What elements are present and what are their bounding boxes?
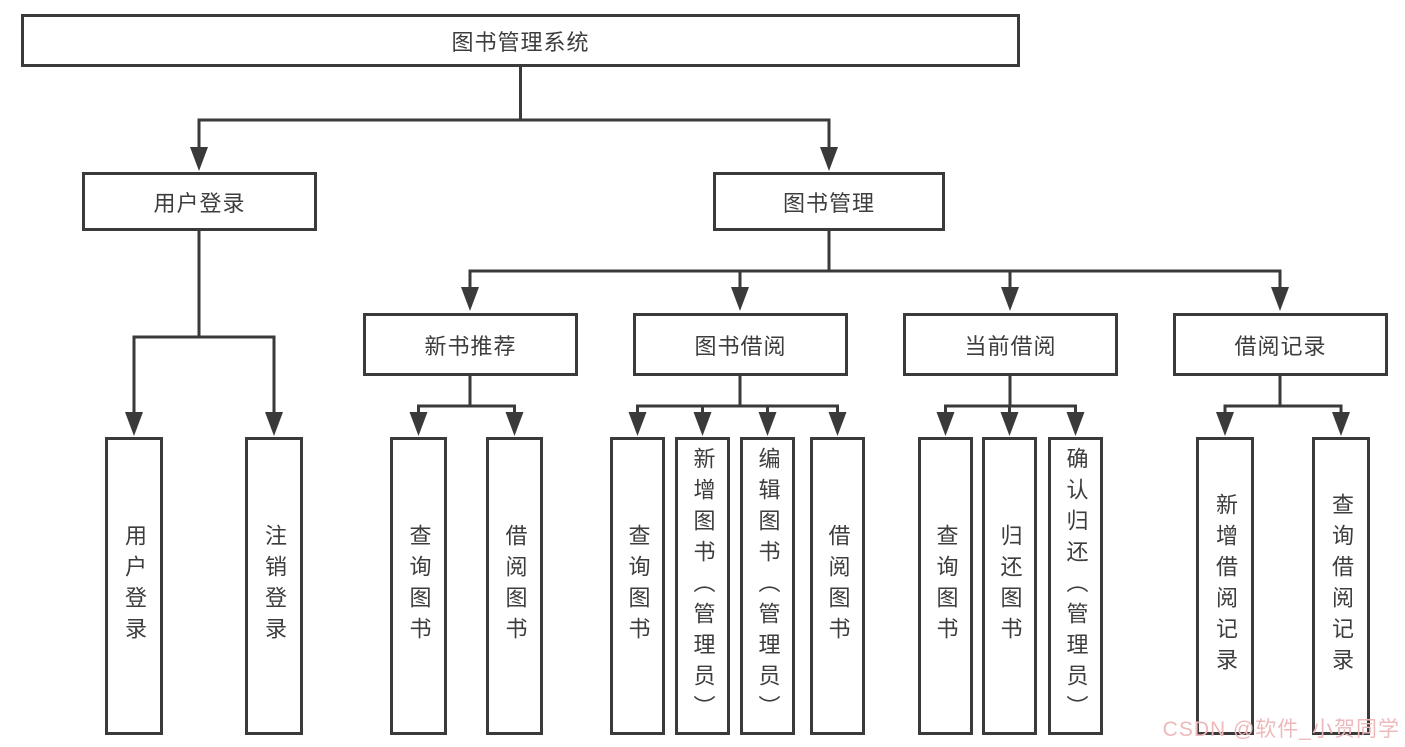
leaf-user-login: 用户登录 (105, 437, 163, 735)
connector-user-login-to-leaves (125, 231, 283, 436)
arrow-down-icon (936, 412, 955, 436)
arrow-down-icon (828, 412, 847, 436)
node-label: 用户登录 (153, 190, 246, 216)
arrow-down-icon (820, 147, 838, 171)
node-label: 图书管理系统 (451, 29, 590, 55)
leaf-borrow-books-recommend: 借阅图书 (486, 437, 543, 735)
node-user-login: 用户登录 (82, 172, 317, 231)
leaf-label: 借阅图书 (825, 524, 851, 648)
connector-current-borrowing-to-leaves (936, 376, 1085, 436)
leaf-query-books-recommend: 查询图书 (390, 437, 447, 735)
arrow-down-icon (1332, 412, 1350, 436)
arrow-down-icon (1216, 412, 1234, 436)
leaf-add-books-admin: 新增图书（管理员） (675, 437, 730, 735)
leaf-query-borrow-record: 查询借阅记录 (1312, 437, 1370, 735)
leaf-label: 查询图书 (625, 524, 651, 648)
leaf-label: 编辑图书（管理员） (755, 446, 781, 726)
node-borrowing-records: 借阅记录 (1173, 313, 1388, 376)
arrow-down-icon (461, 287, 479, 311)
arrow-down-icon (731, 287, 749, 311)
arrow-down-icon (1000, 412, 1019, 436)
leaf-label: 新增借阅记录 (1213, 493, 1238, 679)
node-label: 图书借阅 (694, 333, 787, 359)
node-library-management-system: 图书管理系统 (21, 14, 1020, 67)
node-label: 新书推荐 (424, 333, 517, 359)
arrow-down-icon (1271, 287, 1289, 311)
arrow-down-icon (693, 412, 712, 436)
arrow-down-icon (628, 412, 647, 436)
leaf-label: 查询图书 (406, 524, 432, 648)
leaf-label: 归还图书 (997, 524, 1023, 648)
leaf-logout: 注销登录 (245, 437, 303, 735)
node-new-book-recommendation: 新书推荐 (363, 313, 578, 376)
node-label: 当前借阅 (964, 333, 1057, 359)
leaf-label: 查询借阅记录 (1329, 493, 1354, 679)
leaf-label: 借阅图书 (502, 524, 528, 648)
leaf-return-books: 归还图书 (982, 437, 1037, 735)
leaf-confirm-return-admin: 确认归还（管理员） (1048, 437, 1103, 735)
node-current-borrowing: 当前借阅 (903, 313, 1118, 376)
arrow-down-icon (1066, 412, 1085, 436)
leaf-label: 查询图书 (933, 524, 959, 648)
arrow-down-icon (125, 412, 143, 436)
leaf-label: 新增图书（管理员） (690, 446, 716, 726)
connector-book-borrowing-to-leaves (628, 376, 847, 436)
connector-borrowing-records-to-leaves (1216, 376, 1350, 436)
arrow-down-icon (265, 412, 283, 436)
arrow-down-icon (505, 412, 524, 436)
node-label: 借阅记录 (1234, 333, 1327, 359)
arrow-down-icon (190, 147, 208, 171)
arrow-down-icon (758, 412, 777, 436)
arrow-down-icon (1001, 287, 1019, 311)
leaf-borrow-books: 借阅图书 (810, 437, 865, 735)
connector-new-book-recommendation-to-leaves (409, 376, 524, 436)
leaf-label: 注销登录 (262, 524, 287, 648)
leaf-query-books-borrow: 查询图书 (610, 437, 665, 735)
connector-root-to-level1 (190, 67, 838, 171)
node-book-management: 图书管理 (713, 172, 945, 231)
leaf-edit-books-admin: 编辑图书（管理员） (740, 437, 795, 735)
leaf-label: 用户登录 (122, 524, 147, 648)
leaf-label: 确认归还（管理员） (1063, 446, 1089, 726)
arrow-down-icon (409, 412, 428, 436)
node-label: 图书管理 (782, 190, 875, 216)
leaf-add-borrow-record: 新增借阅记录 (1196, 437, 1254, 735)
node-book-borrowing: 图书借阅 (633, 313, 848, 376)
connector-book-management-to-level2 (461, 231, 1289, 311)
leaf-query-books-current: 查询图书 (918, 437, 973, 735)
